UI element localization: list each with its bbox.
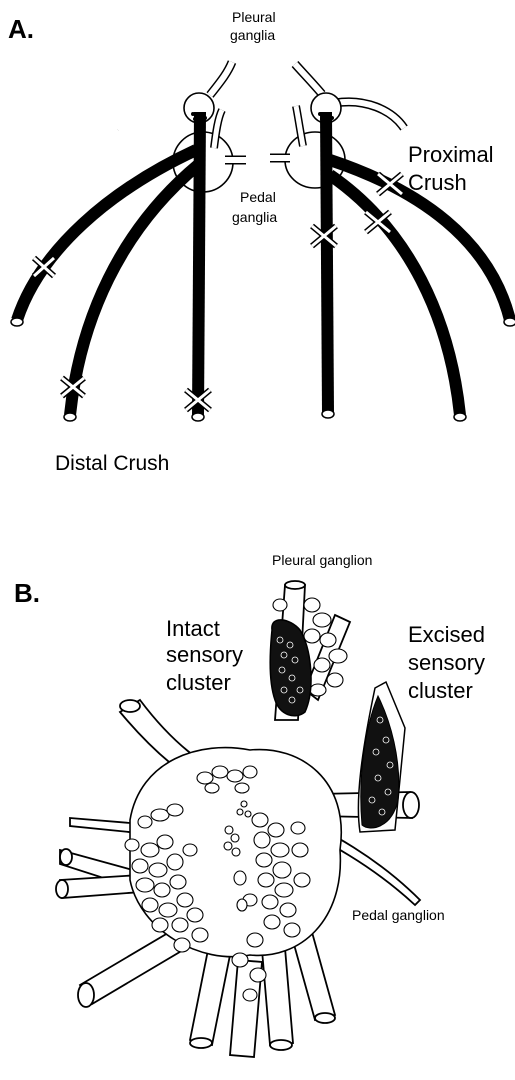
right-nerve-vertical <box>326 112 328 412</box>
proximal-crush-label-line1: Proximal <box>408 142 494 167</box>
excised-label-line1: Excised <box>408 622 485 647</box>
pedal-ganglion-label: Pedal ganglion <box>352 907 445 923</box>
panel-b-letter: B. <box>14 578 40 608</box>
pedal-ganglia-label-line2: ganglia <box>232 209 277 225</box>
left-nerve-middle <box>70 165 198 415</box>
distal-crush-label: Distal Crush <box>55 452 169 475</box>
pedal-ganglia-label-line1: Pedal <box>240 189 276 205</box>
pleural-ganglia-label-line1: Pleural <box>232 9 276 25</box>
pleural-ganglion-label: Pleural ganglion <box>272 552 372 568</box>
intact-label-line3: cluster <box>166 670 231 695</box>
panel-a-letter: A. <box>8 14 34 44</box>
panel-a: A. Pleural ganglia Pedal ganglia Proxima… <box>8 9 515 475</box>
intact-label-line2: sensory <box>166 642 243 667</box>
excised-label-line3: cluster <box>408 678 473 703</box>
right-ganglia <box>270 64 404 188</box>
proximal-crush-label-line2: Crush <box>408 170 467 195</box>
intact-label-line1: Intact <box>166 616 220 641</box>
excised-label-line2: sensory <box>408 650 485 675</box>
pleural-ganglia-label-line2: ganglia <box>230 27 275 43</box>
left-nerve-vertical <box>198 112 200 415</box>
crush-marks <box>34 174 402 410</box>
panel-b: B. Pleural ganglion Intact sensory clust… <box>14 552 485 1057</box>
